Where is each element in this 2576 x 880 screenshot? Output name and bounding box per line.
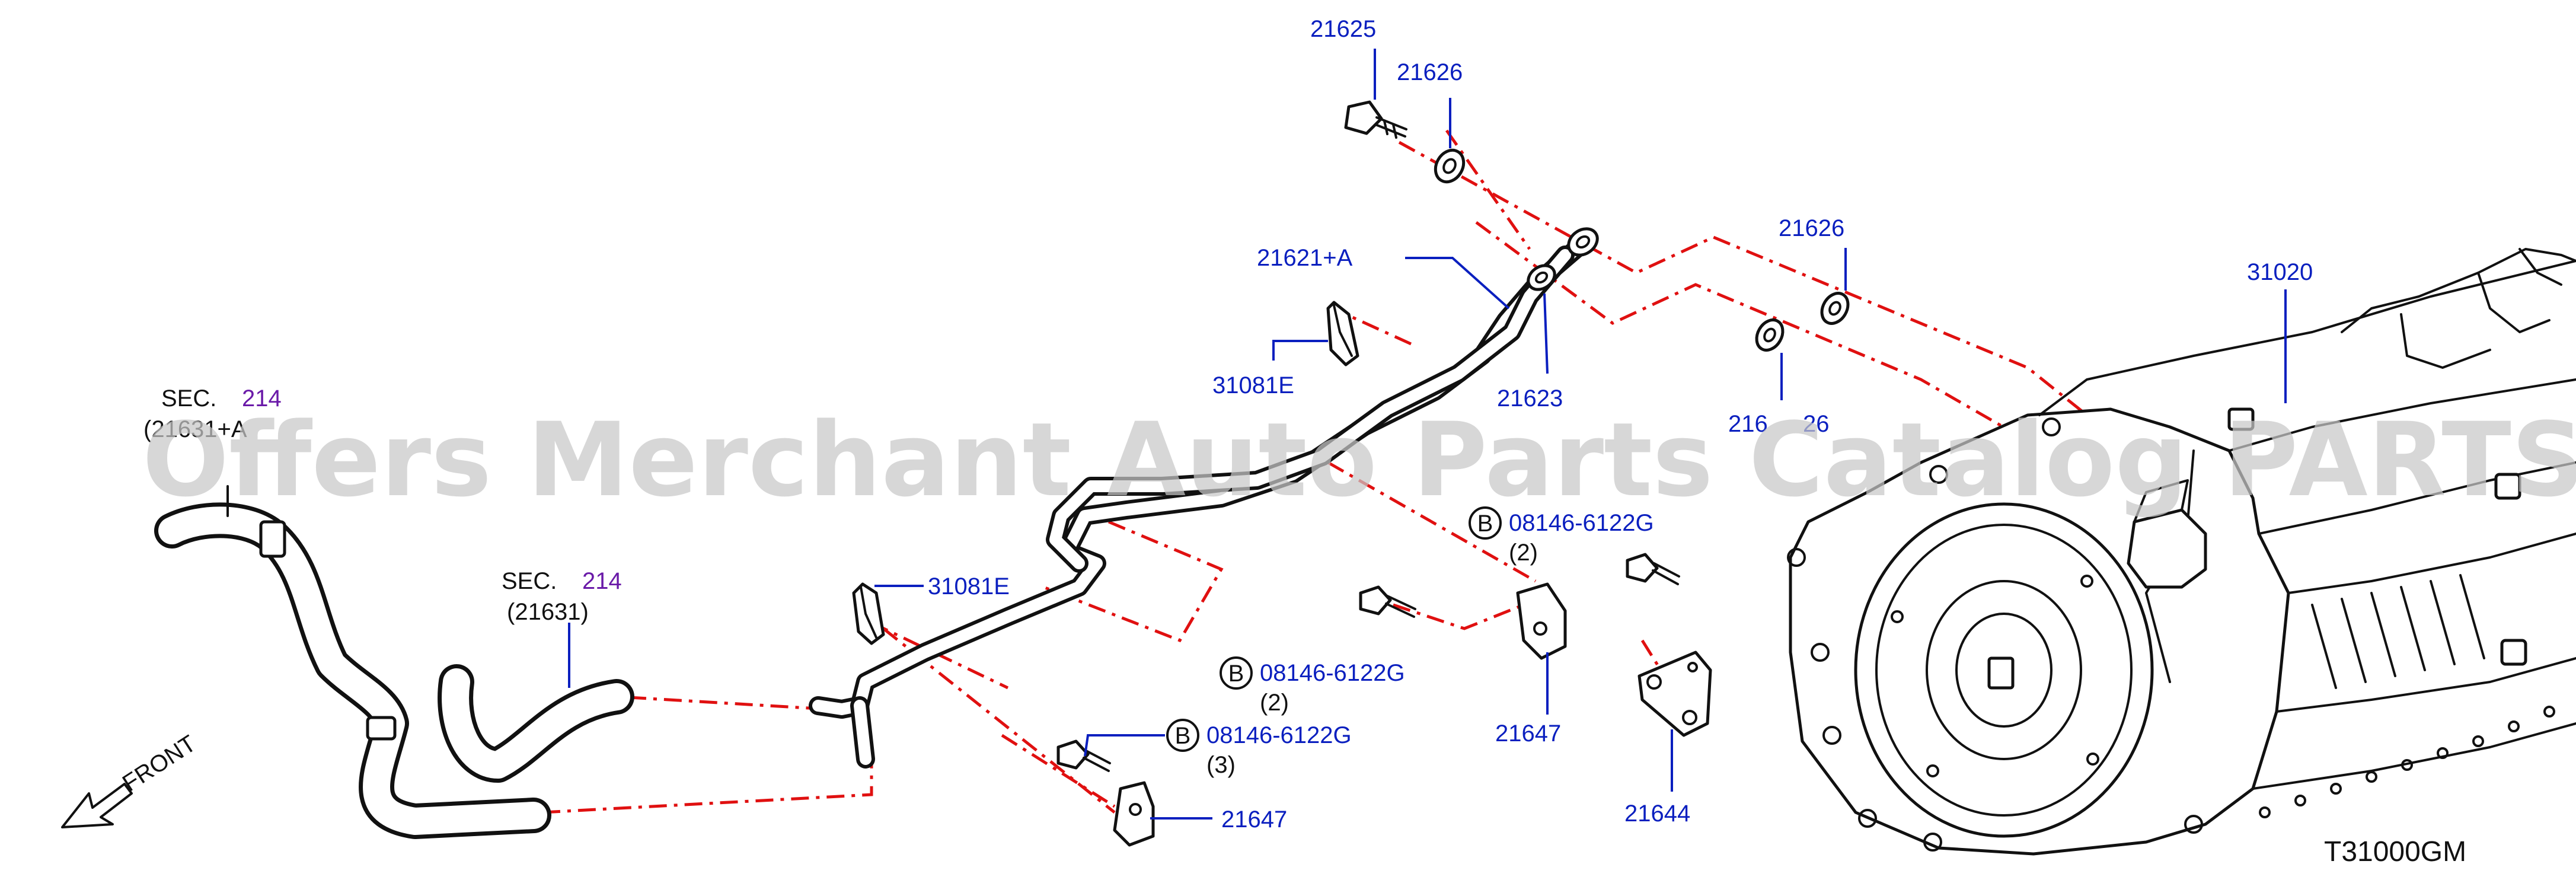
label-21626-mid-tail: 26 [1803,411,1830,437]
sec-left-ref: (21631+A [143,416,247,442]
label-bolt-c: 08146-6122G [1206,722,1352,748]
label-bolt-b: 08146-6122G [1260,660,1405,686]
bolt-marker-icon [1166,719,1199,752]
washer-21626-right [1820,292,1850,325]
label-21644: 21644 [1624,801,1690,827]
bolt-marker-letter: B [1477,511,1493,537]
label-31020: 31020 [2247,259,2313,285]
washer-21626-mid [1755,318,1785,352]
bolt-marker-letter: B [1175,723,1191,749]
front-arrow-icon [61,783,133,828]
label-21621a: 21621+A [1257,245,1353,271]
watermark: Offers Merchant Auto Parts Catalog PARTS… [142,400,2576,519]
clip-31081e-top [1326,301,1359,366]
hose-sec214-mid [438,664,634,783]
label-21623: 21623 [1497,385,1563,412]
label-31081e-mid: 31081E [928,573,1010,600]
label-31081e-top: 31081E [1212,372,1294,398]
transmission-31020 [1787,248,2576,856]
bolt-08146-b [1359,585,1416,618]
sec-left-num: 214 [242,385,282,412]
bolt-08146-a [1626,553,1680,585]
label-21625: 21625 [1310,16,1376,42]
label-bolt-a: 08146-6122G [1509,510,1654,536]
clamp-21647-mid [1516,582,1567,660]
section-ref-mid: SEC. 214 (21631) [502,568,622,625]
sec-mid-ref: (21631) [507,599,589,625]
sec-left-word: SEC. [161,385,216,412]
bolt-callout-a: B 08146-6122G (2) [1469,506,1654,566]
front-indicator: FRONT [61,731,201,828]
leader-lines [226,49,2287,820]
bracket-21644 [1637,651,1712,737]
hose-sec214-left [154,502,551,839]
sec-mid-num: 214 [582,568,622,594]
label-21626-right: 21626 [1779,215,1844,241]
label-bolt-b-qty: (2) [1260,690,1289,716]
bolt-marker-icon [1220,656,1253,690]
label-21647-mid: 21647 [1495,720,1561,747]
clamp-21647-bottom [1113,781,1155,847]
bolt-08146-c [1056,739,1111,772]
label-bolt-a-qty: (2) [1509,540,1538,566]
bolt-marker-letter: B [1228,661,1244,687]
washer-21626-top [1434,148,1466,184]
label-21626-top: 21626 [1397,59,1463,85]
clip-31081e-mid [852,582,885,645]
label-21647-bottom: 21647 [1221,806,1287,833]
front-label: FRONT [118,731,201,797]
bolt-marker-icon [1469,506,1502,540]
cooler-tube-assembly [809,227,1599,769]
bolt-callout-c: B 08146-6122G (3) [1166,719,1352,778]
label-bolt-c-qty: (3) [1206,752,1236,778]
label-21626-mid: 216 [1728,411,1768,437]
sec-mid-word: SEC. [502,568,557,594]
bolt-21625 [1344,100,1407,139]
section-ref-left: SEC. 214 (21631+A [143,385,282,442]
bolt-callout-b: B 08146-6122G (2) [1220,656,1405,716]
diagram-code: T31000GM [2324,836,2466,868]
